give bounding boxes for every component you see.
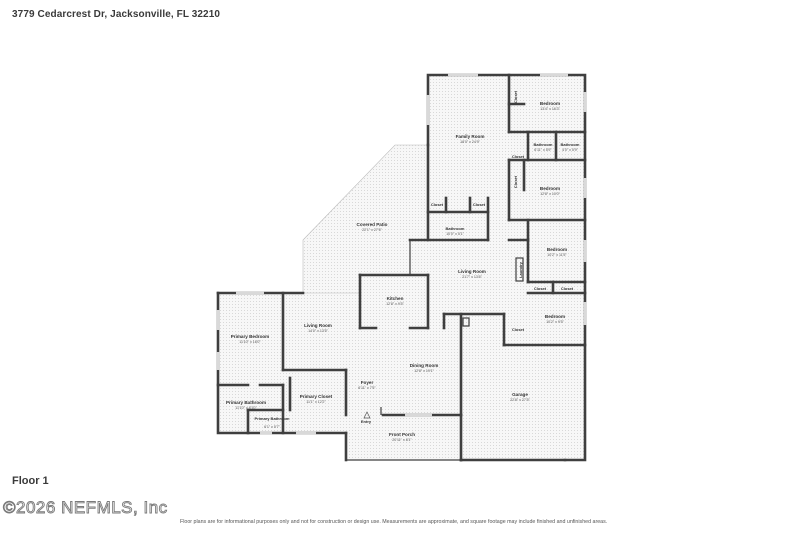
primary-bedroom-label: Primary Bedroom [231, 334, 270, 339]
bedroom-e4-label: Bedroom [545, 314, 565, 319]
closet-fr2-label: Closet [473, 202, 486, 207]
page-title: 3779 Cedarcrest Dr, Jacksonville, FL 322… [12, 9, 221, 20]
entry-label: Entry [361, 419, 372, 424]
closet-e4-label: Closet [512, 327, 525, 332]
living-room-label: Living Room [458, 269, 486, 274]
primary-bedroom-dims: 11'10" x 16'0" [239, 340, 261, 344]
closet-e3a-label: Closet [534, 286, 547, 291]
living-room-dims: 21'7" x 13'6" [462, 275, 482, 279]
bathroom-b-label: Bathroom [561, 142, 580, 147]
covered-patio-area [302, 144, 429, 294]
closet-e3b-label: Closet [561, 286, 574, 291]
primary-closet-dims: 11'1" x 12'2" [306, 400, 326, 404]
closet-mid-label: Closet [512, 154, 525, 159]
living-room-2-label: Living Room [304, 323, 332, 328]
front-porch-label: Front Porch [389, 432, 415, 437]
primary-bathroom-2-dims: 6'1" x 5'7" [264, 425, 280, 429]
bathroom-c-dims: 10'0" x 5'1" [446, 232, 464, 236]
bathroom-c-label: Bathroom [446, 226, 465, 231]
family-room-dims: 18'0" x 24'9" [460, 140, 480, 144]
bedroom-e3-label: Bedroom [547, 247, 567, 252]
covered-patio-label: Covered Patio [357, 222, 388, 227]
room-labels: Family Room 18'0" x 24'9" Bedroom 13'4" … [226, 90, 580, 442]
dining-room-dims: 12'8" x 19'1" [414, 369, 434, 373]
bedroom-e4-dims: 10'2" x 9'5" [546, 320, 564, 324]
bedroom-e3-dims: 10'2" x 11'5" [547, 253, 567, 257]
closet-e2-label: Closet [513, 175, 518, 188]
bedroom-ne-dims: 13'4" x 16'3" [540, 107, 560, 111]
laundry-label: Laundry [518, 261, 523, 278]
covered-patio-dims: 22'1" x 27'6" [362, 228, 382, 232]
bedroom-ne-label: Bedroom [540, 101, 560, 106]
primary-bathroom-dims: 11'10" x 6'10" [235, 406, 257, 410]
bedroom-e2-label: Bedroom [540, 186, 560, 191]
closet-fr1-label: Closet [431, 202, 444, 207]
mls-watermark: ©2026 NEFMLS, Inc [3, 498, 168, 518]
thin-details [346, 240, 524, 461]
kitchen-label: Kitchen [387, 296, 404, 301]
interior-walls [216, 73, 587, 435]
primary-closet-label: Primary Closet [300, 394, 333, 399]
closet-ne-label: Closet [513, 90, 518, 103]
stairs-marker [363, 411, 371, 419]
foyer-dims: 6'11" x 7'5" [358, 386, 376, 390]
garage-label: Garage [512, 392, 528, 397]
disclaimer: Floor plans are for informational purpos… [180, 519, 608, 525]
garage-dims: 22'8" x 27'5" [510, 398, 530, 402]
dining-room-label: Dining Room [410, 363, 439, 368]
windows [216, 73, 587, 435]
foyer-label: Foyer [361, 380, 374, 385]
living-room-2-dims: 14'0" x 13'5" [308, 329, 328, 333]
kitchen-dims: 12'8" x 9'5" [386, 302, 404, 306]
primary-bathroom-2-label: Primary Bathroom [255, 416, 290, 421]
primary-bathroom-label: Primary Bathroom [226, 400, 266, 405]
bathroom-a-dims: 6'11" x 5'9" [534, 148, 552, 152]
bathroom-b-dims: 4'0" x 5'9" [562, 148, 578, 152]
front-porch-dims: 20'11" x 8'1" [392, 438, 412, 442]
bathroom-a-label: Bathroom [534, 142, 553, 147]
bedroom-e2-dims: 12'8" x 10'0" [540, 192, 560, 196]
floor-label: Floor 1 [12, 475, 49, 487]
family-room-label: Family Room [456, 134, 485, 139]
